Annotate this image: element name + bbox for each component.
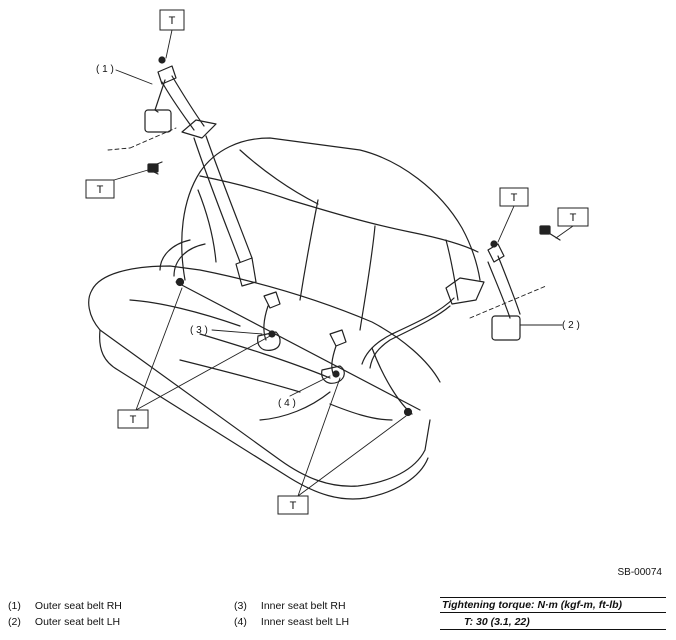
seat-belt-diagram: T T T T T T ( 1 ) ( 2 ) ( 3 ) ( 4 ) xyxy=(85,9,589,515)
legend-number: (3) xyxy=(234,600,247,612)
legend-number: (1) xyxy=(8,600,21,612)
legend-label: Outer seat belt RH xyxy=(34,600,122,612)
torque-header: Tightening torque: N·m (kgf-m, ft-lb) xyxy=(440,597,666,613)
torque-marker-6: T xyxy=(277,495,309,515)
torque-value: T: 30 (3.1, 22) xyxy=(440,615,666,630)
seat-back xyxy=(181,137,481,331)
legend-label: Outer seat belt LH xyxy=(34,616,121,628)
inner-seat-belts xyxy=(175,281,421,411)
torque-spec: Tightening torque: N·m (kgf-m, ft-lb) T:… xyxy=(440,597,666,630)
guide-lines xyxy=(107,127,547,319)
seat-cushion xyxy=(88,265,441,500)
torque-marker-1: T xyxy=(159,9,185,31)
legend-item: (3) Inner seat belt RH xyxy=(234,598,349,614)
torque-marker-4: T xyxy=(557,207,589,227)
outer-seat-belt-lh xyxy=(361,243,521,415)
callout-4: ( 4 ) xyxy=(278,398,296,409)
legend-number: (4) xyxy=(234,616,247,628)
svg-text:T: T xyxy=(570,212,577,224)
svg-text:T: T xyxy=(511,192,518,204)
torque-marker-2: T xyxy=(85,179,115,199)
legend-item: (2) Outer seat belt LH xyxy=(8,614,122,630)
svg-text:T: T xyxy=(97,184,104,196)
legend-item: (1) Outer seat belt RH xyxy=(8,598,122,614)
legend-number: (2) xyxy=(8,616,21,628)
torque-marker-3: T xyxy=(499,187,529,207)
figure-code: SB-00074 xyxy=(617,567,662,578)
legend-label: Inner seat belt RH xyxy=(260,600,346,612)
legend-right: (3) Inner seat belt RH (4) Inner seast b… xyxy=(234,598,349,630)
callout-2: ( 2 ) xyxy=(562,320,580,331)
svg-text:T: T xyxy=(290,500,297,512)
callout-3: ( 3 ) xyxy=(190,325,208,336)
legend-left: (1) Outer seat belt RH (2) Outer seat be… xyxy=(8,598,122,630)
anchor-bolts xyxy=(147,56,561,417)
torque-marker-5: T xyxy=(117,409,149,429)
leader-lines xyxy=(113,29,574,497)
legend-label: Inner seast belt LH xyxy=(260,616,350,628)
svg-text:T: T xyxy=(169,15,176,27)
outer-seat-belt-rh xyxy=(144,65,257,287)
callout-1: ( 1 ) xyxy=(96,64,114,75)
legend-item: (4) Inner seast belt LH xyxy=(234,614,349,630)
svg-text:T: T xyxy=(130,414,137,426)
